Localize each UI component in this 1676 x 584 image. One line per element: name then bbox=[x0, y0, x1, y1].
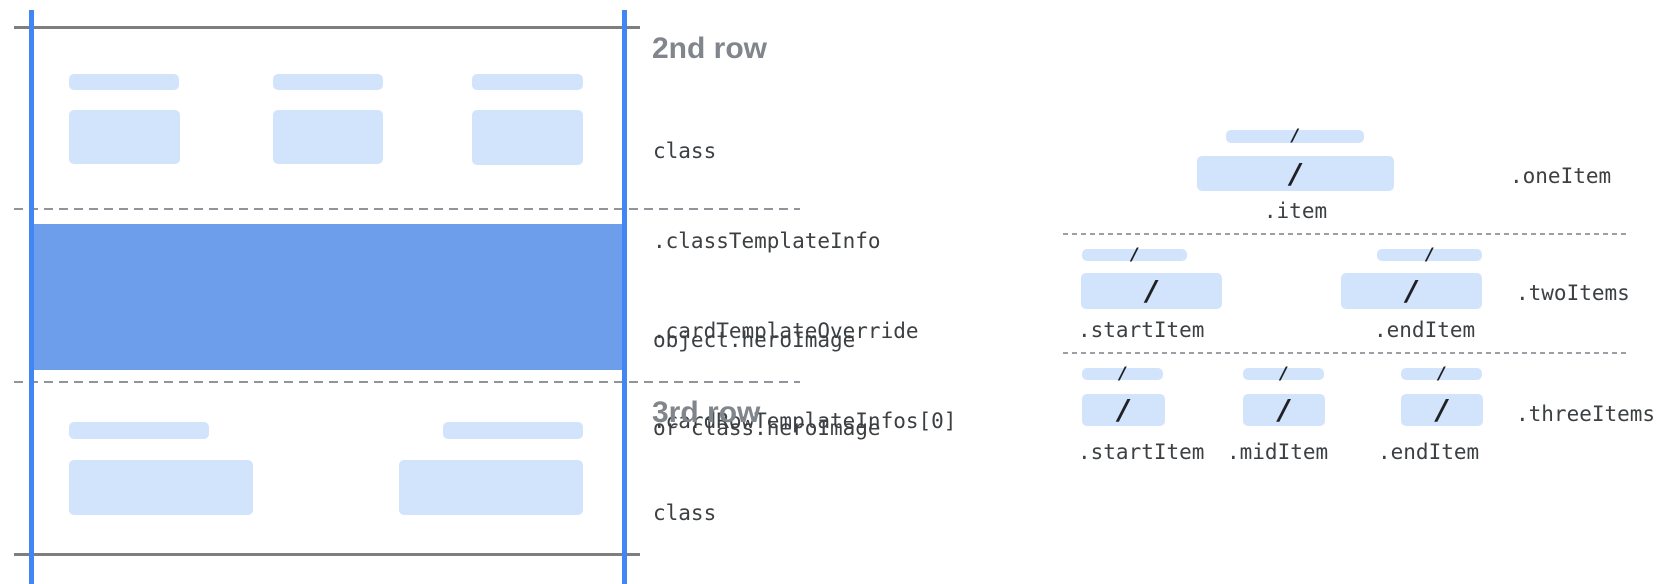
code-line: or class.heroImage bbox=[653, 416, 881, 440]
placeholder-slash: / bbox=[1290, 156, 1301, 190]
two-items-end-label-bar: / bbox=[1377, 244, 1482, 265]
code-line: .cardTemplateOverride bbox=[653, 319, 919, 343]
two-items-separator-dashed-rule bbox=[1063, 352, 1627, 354]
placeholder-slash: / bbox=[1131, 244, 1138, 265]
placeholder-slash: / bbox=[1438, 363, 1445, 384]
one-item-item-label: .item bbox=[1263, 199, 1328, 223]
third-row-end-value-bar bbox=[399, 460, 583, 515]
code-line: .classTemplateInfo bbox=[653, 229, 881, 253]
three-items-end-label-bar: / bbox=[1401, 363, 1482, 384]
three-items-end-label: .endItem bbox=[1378, 440, 1480, 464]
placeholder-slash: / bbox=[1426, 244, 1433, 265]
one-item-separator-dashed-rule bbox=[1063, 233, 1627, 235]
second-row-col3-label-bar bbox=[472, 74, 583, 90]
hero-image-code-block: object.heroImage or class.heroImage bbox=[653, 268, 881, 502]
second-row-bottom-dashed-rule bbox=[14, 208, 800, 210]
second-row-col2-label-bar bbox=[273, 74, 383, 90]
three-items-mid-value-bar: / bbox=[1243, 394, 1325, 426]
second-row-col2-value-bar bbox=[273, 110, 383, 164]
placeholder-slash: / bbox=[1278, 393, 1290, 426]
card-top-rule bbox=[14, 26, 640, 29]
one-item-layout-label: .oneItem bbox=[1510, 164, 1612, 188]
placeholder-slash: / bbox=[1119, 363, 1126, 384]
hero-image-band bbox=[34, 224, 627, 370]
two-items-start-label: .startItem bbox=[1078, 318, 1205, 342]
two-items-start-label-bar: / bbox=[1082, 244, 1187, 265]
code-line: class bbox=[653, 501, 717, 525]
placeholder-slash: / bbox=[1146, 274, 1157, 307]
code-line: class bbox=[653, 139, 717, 163]
two-items-end-value-bar: / bbox=[1341, 273, 1482, 309]
third-row-start-value-bar bbox=[69, 460, 253, 515]
placeholder-slash: / bbox=[1436, 393, 1448, 426]
three-items-mid-label-bar: / bbox=[1243, 363, 1324, 384]
one-item-label-bar: / bbox=[1226, 126, 1364, 146]
hero-bottom-dashed-rule bbox=[14, 381, 800, 383]
three-items-start-label-bar: / bbox=[1082, 363, 1163, 384]
placeholder-slash: / bbox=[1118, 393, 1129, 426]
third-row-end-label-bar bbox=[443, 422, 583, 439]
second-row-heading: 2nd row bbox=[652, 32, 768, 65]
second-row-code-block: class .classTemplateInfo .cardTemplateOv… bbox=[653, 76, 956, 496]
placeholder-slash: / bbox=[1406, 274, 1417, 307]
second-row-col1-value-bar bbox=[69, 110, 180, 164]
code-line: object.heroImage bbox=[653, 328, 856, 352]
placeholder-slash: / bbox=[1291, 126, 1299, 146]
third-row-code-block: class .classTemplateInfo .cardTemplateOv… bbox=[653, 438, 956, 584]
third-row-start-label-bar bbox=[69, 422, 209, 439]
code-line: .cardRowTemplateInfos[0] bbox=[653, 409, 957, 433]
card-left-edge-guide bbox=[29, 10, 34, 584]
card-right-edge-guide bbox=[622, 10, 627, 584]
card-bottom-rule bbox=[14, 553, 640, 556]
placeholder-slash: / bbox=[1280, 363, 1287, 384]
second-row-col1-label-bar bbox=[69, 74, 179, 90]
one-item-value-bar: / bbox=[1197, 156, 1394, 191]
two-items-start-value-bar: / bbox=[1081, 273, 1222, 309]
two-items-layout-label: .twoItems bbox=[1516, 281, 1630, 305]
second-row-col3-value-bar bbox=[472, 110, 583, 165]
three-items-end-value-bar: / bbox=[1401, 394, 1483, 426]
third-row-heading: 3rd row bbox=[652, 396, 761, 429]
two-items-end-label: .endItem bbox=[1374, 318, 1476, 342]
three-items-layout-label: .threeItems bbox=[1516, 402, 1656, 426]
three-items-start-value-bar: / bbox=[1082, 394, 1165, 426]
three-items-start-label: .startItem bbox=[1078, 440, 1205, 464]
three-items-mid-label: .midItem bbox=[1227, 440, 1329, 464]
